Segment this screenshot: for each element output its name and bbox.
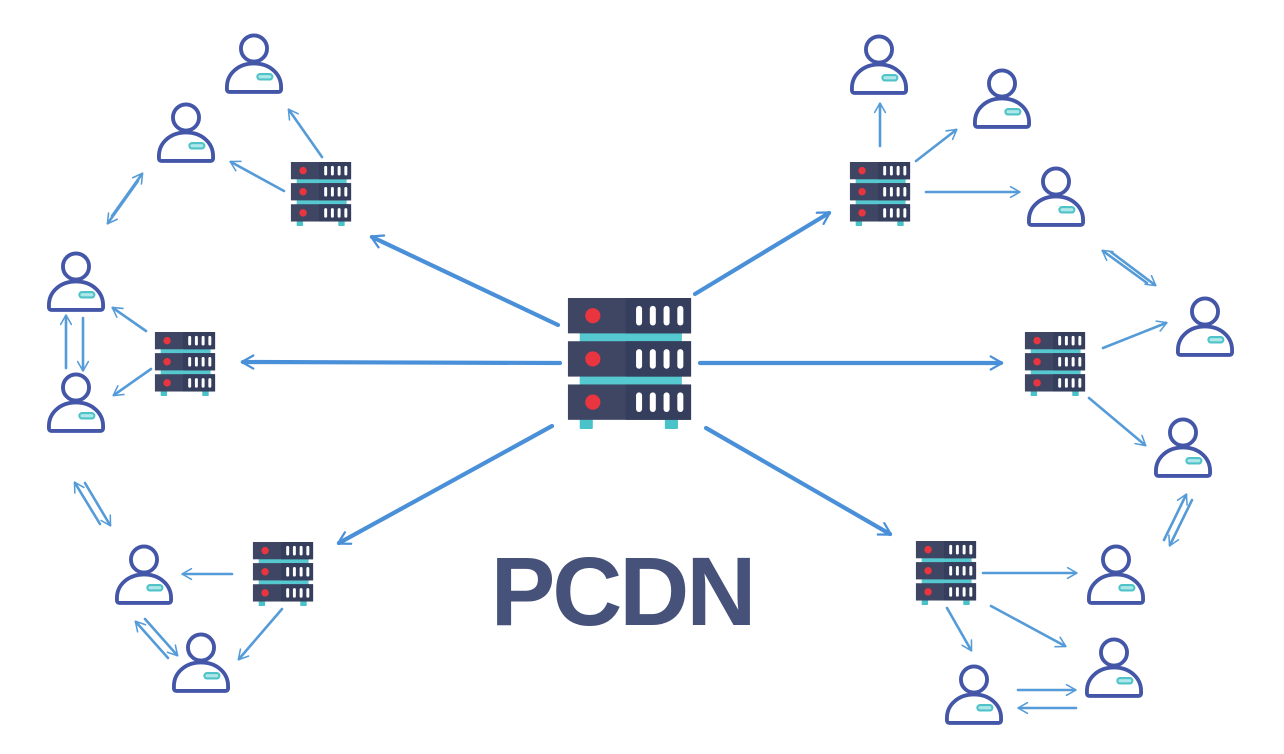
- peer-arrow: [1109, 250, 1157, 287]
- edge-server-top-right-icon: [849, 162, 911, 226]
- user-f-icon: [172, 632, 230, 693]
- diagram-title: PCDN: [491, 537, 754, 646]
- user-h-icon: [973, 68, 1031, 129]
- user-b-icon: [157, 102, 215, 163]
- hub-arrow: [703, 425, 893, 537]
- hub-arrow: [369, 234, 561, 328]
- hub-arrow: [240, 354, 563, 370]
- peer-arrow: [1162, 493, 1188, 542]
- peer-arrow: [134, 620, 170, 660]
- server-user-arrow: [287, 108, 324, 159]
- edge-server-right-icon: [1024, 332, 1086, 396]
- edge-server-top-left-icon: [290, 162, 352, 226]
- arrows-layer: [59, 102, 1194, 715]
- user-l-icon: [1087, 544, 1145, 605]
- server-user-arrow: [111, 306, 148, 333]
- server-user-arrow: [989, 604, 1067, 648]
- edge-server-left-icon: [154, 332, 216, 396]
- peer-arrow: [83, 481, 112, 527]
- user-n-icon: [1085, 637, 1143, 698]
- user-i-icon: [1027, 166, 1085, 227]
- edge-server-bottom-right-icon: [915, 541, 977, 605]
- peer-arrow: [1101, 249, 1149, 285]
- hub-arrow: [692, 210, 832, 297]
- server-user-arrow: [914, 128, 958, 163]
- user-e-icon: [115, 544, 173, 605]
- peer-arrow: [143, 617, 179, 657]
- hub-arrow: [336, 423, 555, 546]
- server-user-arrow: [1101, 320, 1168, 350]
- server-user-arrow: [112, 367, 153, 397]
- user-j-icon: [1176, 296, 1234, 357]
- edge-server-bottom-left-icon: [252, 542, 314, 606]
- peer-arrow: [73, 481, 102, 526]
- user-g-icon: [850, 34, 908, 95]
- server-user-arrow: [945, 606, 973, 652]
- central-server-icon: [567, 298, 692, 429]
- user-m-icon: [945, 664, 1003, 725]
- user-c-icon: [47, 251, 105, 312]
- server-user-arrow: [229, 160, 286, 193]
- user-d-icon: [47, 372, 105, 433]
- user-a-icon: [225, 33, 283, 94]
- peer-arrow: [106, 179, 140, 225]
- server-user-arrow: [1087, 396, 1147, 447]
- peer-arrow: [1168, 498, 1194, 547]
- user-k-icon: [1154, 417, 1212, 478]
- server-user-arrow: [237, 607, 284, 661]
